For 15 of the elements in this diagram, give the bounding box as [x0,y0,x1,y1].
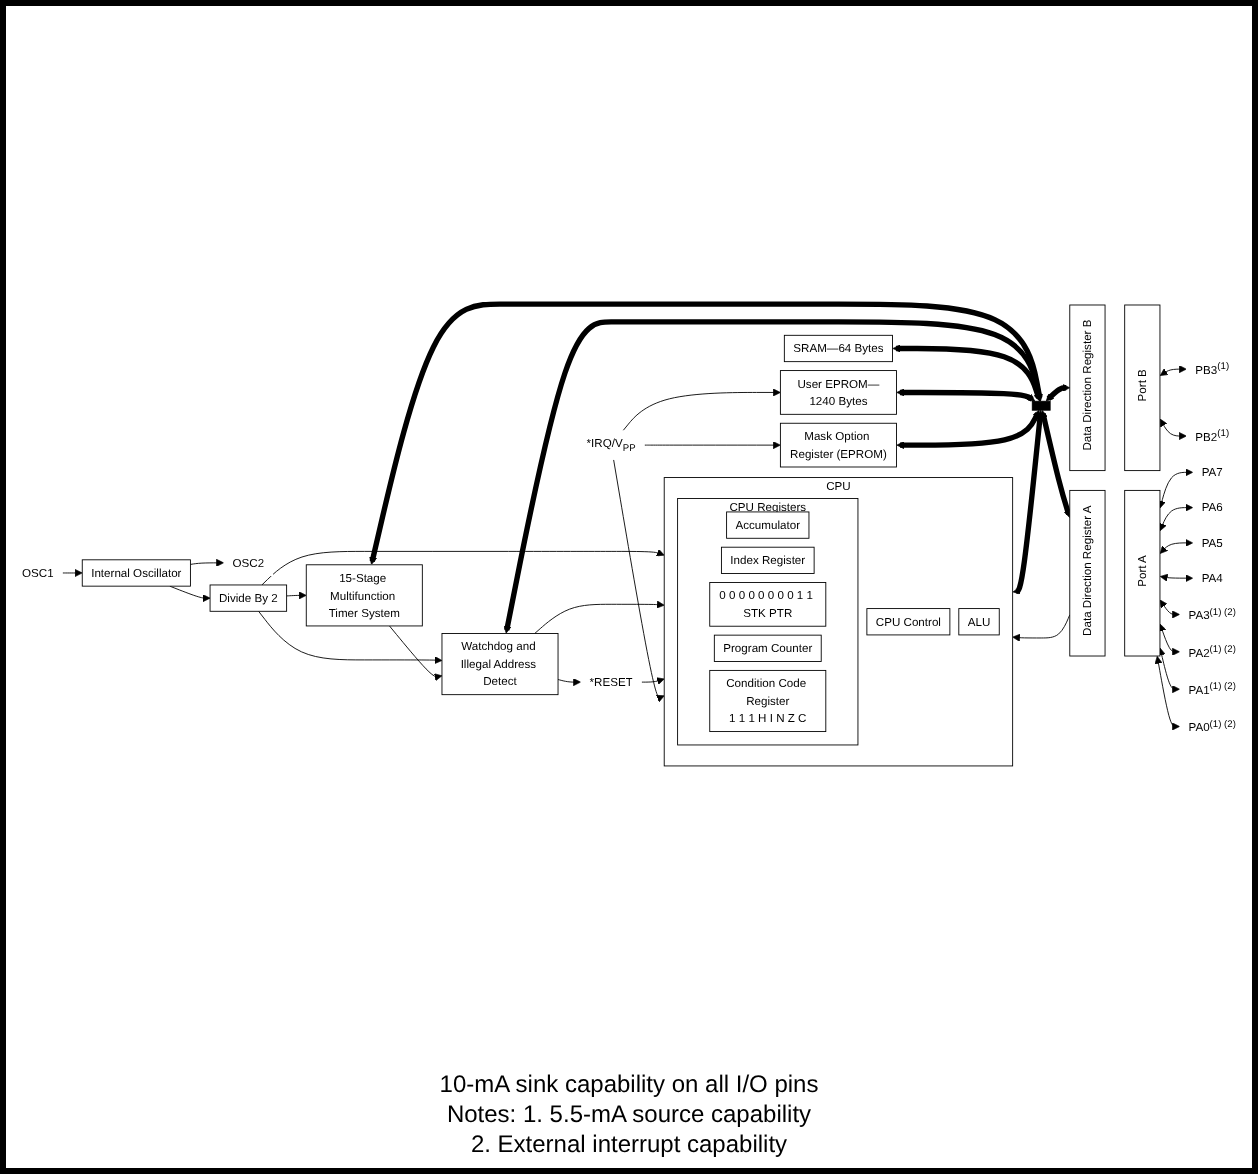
node-box: Data Direction Register A [1069,489,1106,657]
note-text: 10-mA sink capability on all I/O pins [437,1070,821,1098]
node-box: Port B [1124,304,1161,472]
arrow [1040,410,1072,518]
arrow [892,344,1042,402]
arrow [1045,383,1071,402]
arrow [896,409,1040,450]
node-box: Data Direction Register B [1069,304,1106,472]
arrow [896,388,1036,402]
node-box: Port A [1124,489,1161,657]
node-bar [1031,400,1051,411]
arrow [1012,409,1044,595]
arrow [369,301,1043,565]
note-text: Notes: 1. 5.5-mA source capability [444,1100,814,1128]
note-text: 2. External interrupt capability [468,1130,790,1158]
